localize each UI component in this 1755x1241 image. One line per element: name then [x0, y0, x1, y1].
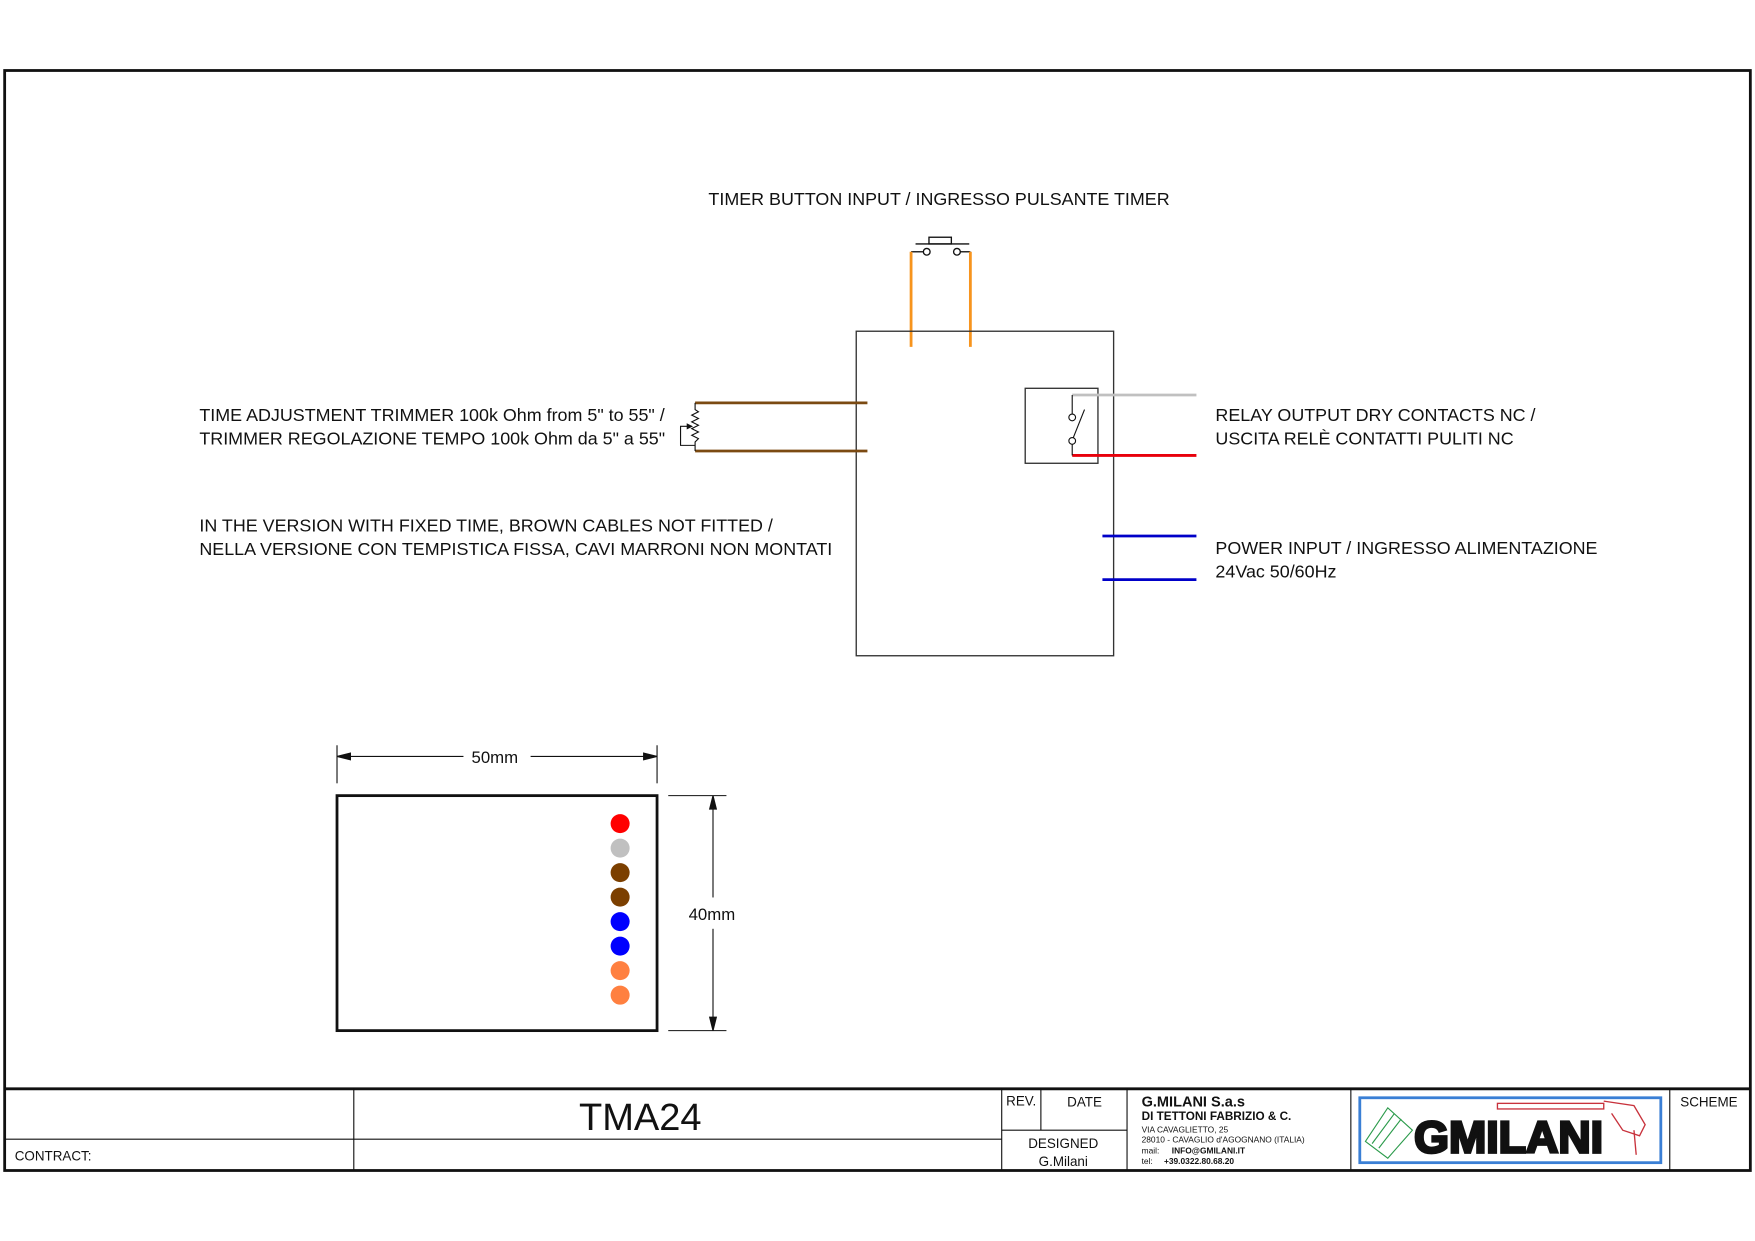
timer-button-label: TIMER BUTTON INPUT / INGRESSO PULSANTE T…	[708, 189, 1169, 209]
company-name: G.MILANI S.a.s	[1142, 1095, 1245, 1111]
drawing-title: TMA24	[579, 1097, 702, 1139]
mail-value: INFO@GMILANI.IT	[1172, 1146, 1246, 1156]
relay-label-line2: USCITA RELÈ CONTATTI PULITI NC	[1215, 428, 1513, 448]
timer-module-box	[855, 330, 1115, 657]
drawing-frame	[3, 69, 1752, 1172]
tel-label: tel:	[1142, 1156, 1153, 1166]
relay-contact-symbol	[1068, 395, 1086, 456]
relay-box	[1024, 387, 1099, 464]
wire-color-dot	[610, 985, 630, 1005]
height-dimension-label: 40mm	[689, 905, 736, 924]
fixed-time-note-line1: IN THE VERSION WITH FIXED TIME, BROWN CA…	[199, 516, 773, 536]
fixed-time-note-line2: NELLA VERSIONE CON TEMPISTICA FISSA, CAV…	[199, 539, 832, 559]
scheme-label: SCHEME	[1680, 1095, 1737, 1110]
address-line2: 28010 - CAVAGLIO d'AGOGNANO (ITALIA)	[1142, 1135, 1305, 1145]
mail-label: mail:	[1142, 1146, 1160, 1156]
company-subname: DI TETTONI FABRIZIO & C.	[1142, 1110, 1292, 1123]
push-button-symbol	[911, 236, 971, 256]
contract-label: CONTRACT:	[15, 1148, 92, 1163]
date-label: DATE	[1067, 1095, 1102, 1110]
company-logo: GMILANI	[1358, 1096, 1663, 1165]
spray-gun-icon	[1496, 1100, 1646, 1155]
tel-value: +39.0322.80.68.20	[1164, 1156, 1234, 1166]
trimmer-label-line1: TIME ADJUSTMENT TRIMMER 100k Ohm from 5"…	[199, 405, 664, 425]
power-label-line2: 24Vac 50/60Hz	[1215, 561, 1336, 581]
title-block	[4, 1087, 1751, 1171]
address-line1: VIA CAVAGLIETTO, 25	[1142, 1124, 1229, 1134]
wire-color-dot	[610, 863, 630, 883]
module-outline	[335, 794, 659, 1033]
wire-color-dot	[610, 912, 630, 932]
wire-color-dot	[610, 838, 630, 858]
designed-by: G.Milani	[1039, 1154, 1088, 1169]
wire-color-dot	[610, 887, 630, 907]
height-dimension	[668, 795, 727, 1032]
wire-color-dot	[610, 936, 630, 956]
designed-label: DESIGNED	[1028, 1136, 1098, 1151]
trimmer-label-line2: TRIMMER REGOLAZIONE TEMPO 100k Ohm da 5"…	[199, 428, 665, 448]
wire-color-dot	[610, 814, 630, 834]
trimmer-resistor-symbol	[679, 402, 700, 451]
logo-text: GMILANI	[1414, 1113, 1603, 1163]
power-label-line1: POWER INPUT / INGRESSO ALIMENTAZIONE	[1215, 538, 1597, 558]
rev-label: REV.	[1006, 1094, 1036, 1109]
wire-color-dot	[610, 961, 630, 981]
width-dimension-label: 50mm	[471, 748, 518, 767]
wire-color-dots	[610, 814, 630, 1005]
brush-icon	[1364, 1106, 1414, 1159]
width-dimension	[336, 745, 658, 784]
relay-label-line1: RELAY OUTPUT DRY CONTACTS NC /	[1215, 405, 1535, 425]
